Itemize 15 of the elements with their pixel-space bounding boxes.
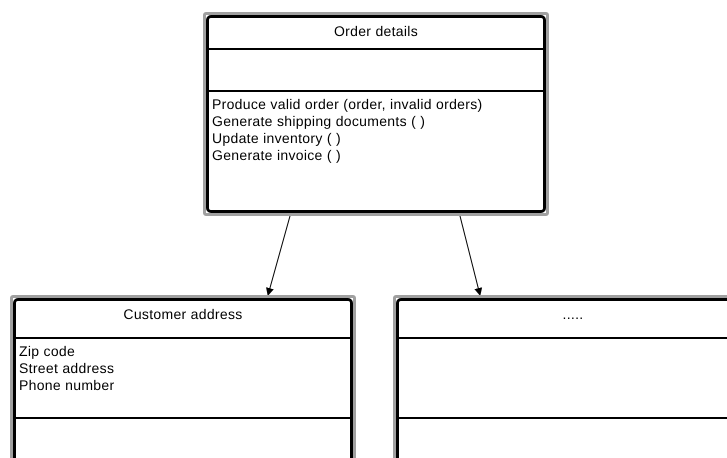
attribute-text: Street address	[19, 360, 114, 377]
class-name: Customer address	[123, 306, 243, 323]
arrow	[460, 216, 482, 296]
class-name: Order details	[334, 23, 418, 40]
operation-text: Update inventory ( )	[212, 130, 341, 147]
operation-text: Produce valid order (order, invalid orders)	[212, 96, 482, 113]
operation-text: Generate invoice ( )	[212, 147, 341, 164]
class-box	[203, 12, 549, 216]
class-box	[393, 295, 727, 458]
operation-text: Generate shipping documents ( )	[212, 113, 426, 130]
attribute-text: Phone number	[19, 377, 114, 394]
attribute-text: Zip code	[19, 343, 76, 360]
class-name: .....	[562, 306, 584, 323]
arrow	[266, 216, 290, 296]
class-box	[10, 295, 356, 458]
